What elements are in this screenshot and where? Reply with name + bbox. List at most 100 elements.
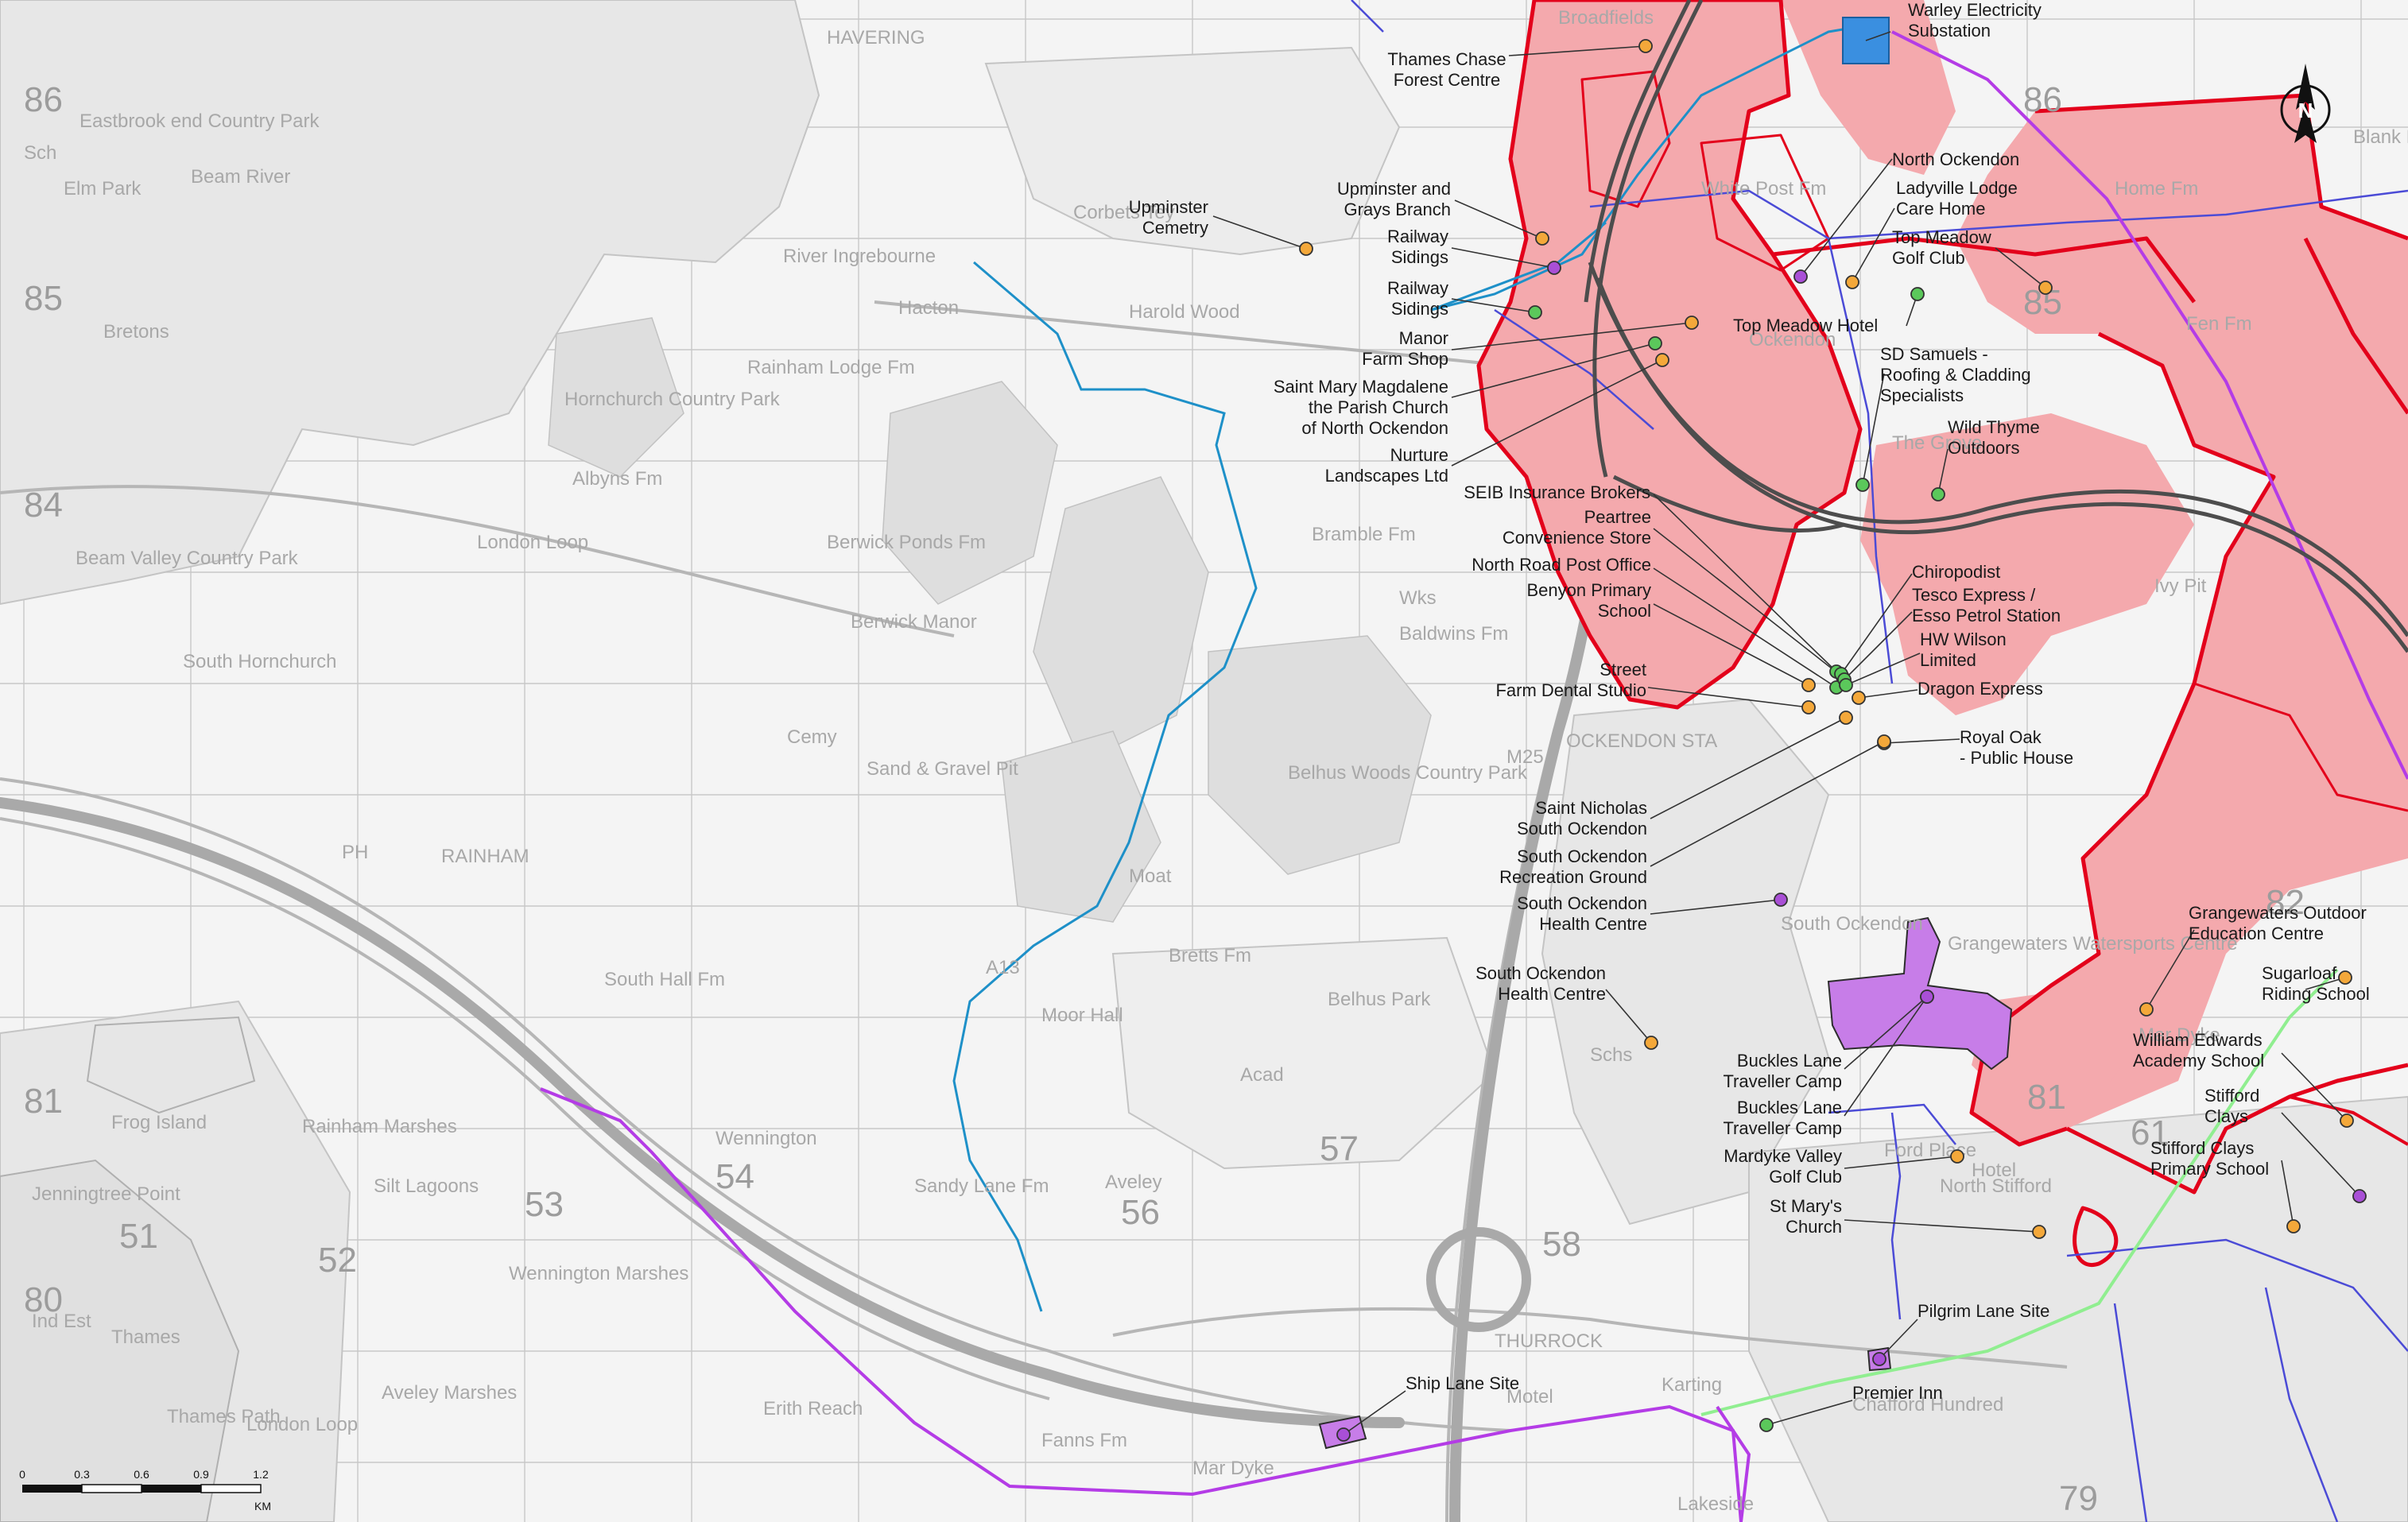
- basemap-label: HAVERING: [827, 27, 925, 48]
- poi-leader-line: [1647, 687, 1809, 708]
- poi-marker[interactable]: [1685, 316, 1699, 330]
- basemap-label: Moat: [1129, 866, 1172, 887]
- poi-marker[interactable]: [1655, 353, 1669, 367]
- poi-markers[interactable]: [1299, 39, 2367, 1442]
- basemap-label: Jenningtree Point: [32, 1183, 180, 1205]
- basemap-label: Sandy Lane Fm: [914, 1175, 1049, 1197]
- poi-marker[interactable]: [1299, 242, 1313, 256]
- poi-marker[interactable]: [1535, 231, 1549, 246]
- poi-label-line: Saint Mary Magdalene: [1274, 377, 1448, 397]
- grid-label-easting: 56: [1121, 1193, 1160, 1232]
- scale-bar-tick: 0.9: [193, 1468, 209, 1481]
- basemap-label: South Hall Fm: [604, 969, 725, 990]
- north-arrow-icon: N: [2280, 64, 2331, 143]
- poi-label: SEIB Insurance Brokers: [1464, 482, 1650, 502]
- poi-marker[interactable]: [2352, 1189, 2367, 1203]
- poi-leader-line: [1451, 247, 1555, 269]
- poi-marker[interactable]: [1839, 711, 1853, 725]
- poi-marker[interactable]: [1845, 275, 1859, 289]
- poi-marker[interactable]: [1336, 1427, 1351, 1442]
- poi-label-line: Premier Inn: [1852, 1383, 1943, 1403]
- grid-label-easting: 51: [119, 1217, 158, 1256]
- poi-marker[interactable]: [1801, 700, 1816, 715]
- poi-label-line: Stifford: [2204, 1086, 2259, 1106]
- poi-label-line: Buckles Lane: [1737, 1051, 1842, 1071]
- poi-label-line: Golf Club: [1892, 248, 1965, 268]
- poi-label-line: Dragon Express: [1917, 679, 2043, 699]
- poi-leader-line: [1800, 158, 1893, 277]
- poi-marker[interactable]: [1872, 1352, 1886, 1366]
- poi-marker[interactable]: [1839, 678, 1853, 692]
- grid-label-easting: 54: [715, 1157, 754, 1196]
- poi-marker[interactable]: [1910, 287, 1925, 301]
- poi-label-line: Forest Centre: [1394, 70, 1501, 90]
- poi-marker[interactable]: [1920, 989, 1934, 1004]
- basemap-label: Home Fm: [2115, 178, 2198, 199]
- poi-label-line: Royal Oak: [1960, 727, 2042, 747]
- basemap-label: A13: [986, 957, 1020, 978]
- basemap-label: Karting: [1662, 1374, 1722, 1396]
- poi-label-line: Health Centre: [1539, 914, 1647, 934]
- basemap-label: Wks: [1399, 587, 1437, 609]
- poi-marker[interactable]: [2032, 1225, 2046, 1239]
- north-arrow-tail: [2294, 102, 2317, 143]
- poi-marker[interactable]: [2139, 1002, 2154, 1017]
- poi-label-line: Sugarloaf: [2262, 963, 2337, 983]
- poi-label-line: Farm Shop: [1362, 349, 1448, 369]
- poi-label-line: Grays Branch: [1344, 199, 1452, 219]
- poi-marker[interactable]: [1759, 1418, 1774, 1432]
- buckles-lane-site[interactable]: [1827, 916, 2013, 1071]
- poi-marker[interactable]: [1547, 261, 1561, 275]
- poi-marker[interactable]: [2338, 970, 2352, 985]
- poi-marker[interactable]: [1644, 1036, 1658, 1050]
- poi-marker[interactable]: [1852, 691, 1866, 705]
- poi-leader-line: [1858, 689, 1918, 699]
- basemap-label: Eastbrook end Country Park: [79, 110, 320, 132]
- poi-marker[interactable]: [1931, 487, 1945, 502]
- poi-label: Chiropodist: [1912, 562, 2000, 582]
- poi-label-line: St Mary's: [1770, 1196, 1842, 1216]
- poi-marker[interactable]: [2286, 1219, 2301, 1233]
- poi-marker[interactable]: [1950, 1149, 1964, 1164]
- poi-label-line: Primary School: [2150, 1159, 2269, 1179]
- poi-leader-line: [1508, 45, 1646, 56]
- poi-marker[interactable]: [1648, 336, 1662, 350]
- poi-marker[interactable]: [1877, 734, 1891, 749]
- basemap-label: Rainham Marshes: [302, 1116, 457, 1137]
- poi-leader-lines: [1212, 31, 2360, 1435]
- poi-label-line: Farm Dental Studio: [1495, 680, 1646, 700]
- poi-label-line: Saint Nicholas: [1535, 798, 1647, 818]
- basemap-label: Ockendon: [1749, 329, 1836, 350]
- poi-marker[interactable]: [1793, 269, 1808, 284]
- poi-marker[interactable]: [2340, 1113, 2354, 1128]
- poi-marker[interactable]: [1638, 39, 1653, 53]
- basemap-label: Harold Wood: [1129, 301, 1240, 323]
- poi-label-line: Warley Electricity: [1908, 0, 2042, 20]
- grid-label-northing: 80: [24, 1280, 63, 1319]
- poi-marker[interactable]: [1528, 305, 1542, 320]
- basemap-label: Hornchurch Country Park: [564, 389, 781, 410]
- poi-marker[interactable]: [2038, 281, 2053, 295]
- basemap-label: Aveley: [1105, 1172, 1162, 1193]
- poi-leader-line: [1653, 603, 1809, 686]
- poi-marker[interactable]: [1801, 678, 1816, 692]
- poi-label-line: Manor: [1399, 328, 1448, 348]
- poi-marker[interactable]: [1774, 893, 1788, 907]
- poi-label-line: Education Centre: [2189, 924, 2324, 943]
- basemap-label: Sch: [24, 142, 56, 164]
- grid-label-edge: 81: [2027, 1078, 2066, 1117]
- poi-leader-line: [1343, 1390, 1406, 1435]
- basemap-label: Rainham Lodge Fm: [747, 357, 915, 378]
- poi-marker[interactable]: [1855, 478, 1870, 492]
- scale-bar-segment: [22, 1485, 82, 1493]
- poi-label-line: Tesco Express /: [1912, 585, 2036, 605]
